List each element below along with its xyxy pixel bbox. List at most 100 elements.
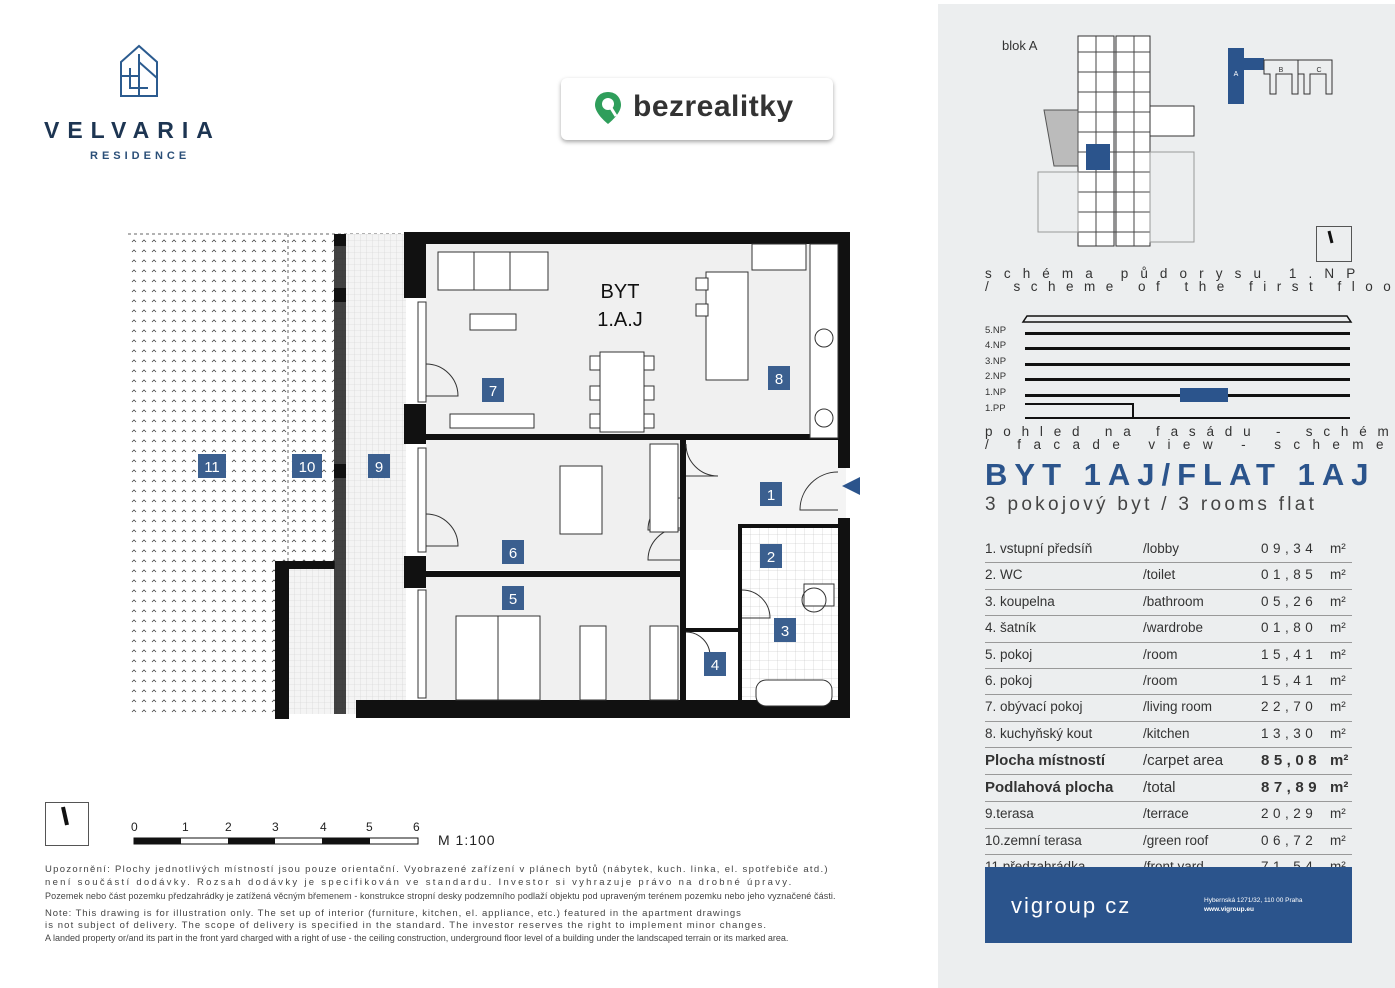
total-area: 87,89 <box>1261 779 1322 797</box>
scale-tick-0: 0 <box>131 820 138 834</box>
vigroup-web[interactable]: www.vigroup.eu <box>1204 906 1254 913</box>
plan-title-line2: 1.A.J <box>597 309 643 331</box>
room-name-cz: 8. kuchyňský kout <box>985 725 1093 741</box>
room-unit: m² <box>1330 646 1346 662</box>
total-row: Podlahová plocha/total 87,89 m² <box>985 775 1352 803</box>
room-label-1: 1 <box>767 487 775 504</box>
room-label-4: 4 <box>711 657 719 674</box>
room-area: 15,41 <box>1261 672 1318 688</box>
room-label-8: 8 <box>775 371 783 388</box>
outdoor-area: 06,72 <box>1261 832 1318 848</box>
house-logo-icon <box>120 44 158 97</box>
room-label-6: 6 <box>509 545 517 562</box>
outdoor-unit: m² <box>1330 806 1346 822</box>
room-name-en: /room <box>1143 672 1178 688</box>
room-name-cz: 1. vstupní předsíň <box>985 541 1093 556</box>
room-name-en: /living room <box>1143 699 1213 715</box>
facade-title-cz: pohled na fasádu - schéma <box>985 424 1395 439</box>
room-label-7: 7 <box>489 383 497 400</box>
outdoor-name-en: /terrace <box>1143 806 1189 822</box>
room-unit: m² <box>1330 725 1346 741</box>
location-pin-icon <box>595 92 621 124</box>
scheme-title-en: / scheme of the first floor <box>985 279 1395 294</box>
total-name-cz: Podlahová plocha <box>985 779 1114 797</box>
table-row: 8. kuchyňský kout/kitchen 13,30 m² <box>985 722 1352 749</box>
room-name-en: /kitchen <box>1143 725 1190 741</box>
building-key-map: A B C <box>1228 48 1333 104</box>
table-row: 2. WC/toilet 01,85 m² <box>985 563 1352 590</box>
outdoor-unit: m² <box>1330 832 1346 848</box>
floor-label-3np: 3.NP <box>985 356 1006 367</box>
table-row: 7. obývací pokoj/living room 22,70 m² <box>985 695 1352 722</box>
room-name-en: /toilet <box>1143 567 1176 583</box>
vigroup-street: Hybernská 1271/32, 110 00 Praha <box>1204 897 1303 904</box>
floor-plan-drawing: BYT 1.A.J 1 2 3 4 5 6 7 8 9 10 11 <box>128 232 862 719</box>
room-unit: m² <box>1330 620 1346 636</box>
room-area: 09,34 <box>1261 541 1318 556</box>
bezrealitky-label: bezrealitky <box>633 90 794 123</box>
total-unit: m² <box>1330 752 1349 770</box>
vigroup-logo: vigroup cz <box>1011 893 1132 918</box>
block-label: blok A <box>1002 38 1038 53</box>
scale-tick-5: 5 <box>366 820 373 834</box>
total-name-en: /total <box>1143 779 1176 797</box>
vigroup-footer[interactable]: vigroup cz Hybernská 1271/32, 110 00 Pra… <box>985 867 1352 943</box>
room-label-2: 2 <box>767 549 775 566</box>
room-name-cz: 7. obývací pokoj <box>985 699 1083 715</box>
total-name-en: /carpet area <box>1143 752 1224 770</box>
notice-en-1: Note: This drawing is for illustration o… <box>45 908 742 919</box>
total-unit: m² <box>1330 779 1349 797</box>
brand-name: VELVARIA <box>44 117 221 143</box>
table-row: 9.terasa/terrace 20,29 m² <box>985 802 1352 829</box>
room-name-en: /wardrobe <box>1143 620 1204 636</box>
floor-label-2np: 2.NP <box>985 371 1006 382</box>
plan-title-line1: BYT <box>601 281 640 303</box>
room-unit: m² <box>1330 699 1346 715</box>
outdoor-area: 20,29 <box>1261 806 1318 822</box>
room-label-3: 3 <box>781 623 789 640</box>
room-name-cz: 2. WC <box>985 567 1023 583</box>
scale-label: M 1:100 <box>438 832 496 848</box>
key-label-a: A <box>1234 71 1239 78</box>
room-number-labels: 1 2 3 4 5 6 7 8 9 10 11 <box>198 366 796 676</box>
room-area: 15,41 <box>1261 646 1318 662</box>
room-area: 01,80 <box>1261 620 1318 636</box>
bezrealitky-badge[interactable]: bezrealitky <box>561 78 833 140</box>
key-label-b: B <box>1279 67 1284 74</box>
room-area: 01,85 <box>1261 567 1318 583</box>
facade-scheme: 5.NP 4.NP 3.NP 2.NP 1.NP 1.PP <box>985 315 1353 419</box>
room-unit: m² <box>1330 567 1346 583</box>
facade-title-en: / facade view - scheme <box>985 437 1395 452</box>
room-area: 13,30 <box>1261 725 1318 741</box>
north-arrow-icon <box>45 802 89 846</box>
scale-tick-1: 1 <box>182 820 189 834</box>
vigroup-address: Hybernská 1271/32, 110 00 Praha www.vigr… <box>1204 896 1303 914</box>
outdoor-name-cz: 9.terasa <box>985 806 1034 822</box>
notice-cz-3: Pozemek nebo část pozemku předzahrádky j… <box>45 891 836 901</box>
room-name-cz: 5. pokoj <box>985 646 1033 662</box>
brand-subtitle: RESIDENCE <box>90 150 191 162</box>
room-name-en: /bathroom <box>1143 593 1204 609</box>
notice-en-3: A landed property or/and its part in the… <box>45 933 789 943</box>
scale-tick-2: 2 <box>225 820 232 834</box>
north-arrow-small-icon <box>1316 226 1352 262</box>
notice-cz-2: není součástí dodávky. Rozsah dodávky je… <box>45 877 794 888</box>
floor-label-5np: 5.NP <box>985 325 1006 336</box>
outdoor-name-cz: 10.zemní terasa <box>985 832 1082 848</box>
table-row: 6. pokoj/room 15,41 m² <box>985 669 1352 696</box>
room-area: 22,70 <box>1261 699 1318 715</box>
scale-tick-4: 4 <box>320 820 327 834</box>
room-unit: m² <box>1330 672 1346 688</box>
room-name-cz: 6. pokoj <box>985 672 1033 688</box>
scale-tick-3: 3 <box>272 820 279 834</box>
room-unit: m² <box>1330 541 1346 556</box>
notice-cz-1: Upozornění: Plochy jednotlivých místnost… <box>45 864 829 875</box>
room-name-cz: 3. koupelna <box>985 593 1055 609</box>
scale-bar: 0 1 2 3 4 5 6 M 1:100 <box>130 818 530 858</box>
